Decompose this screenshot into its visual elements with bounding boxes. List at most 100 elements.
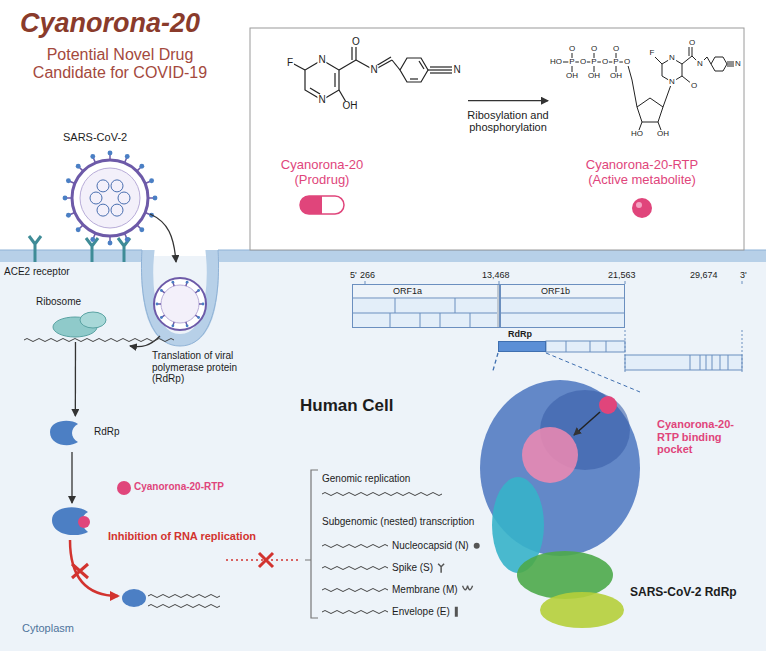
rna-wave: [148, 595, 220, 598]
spike-head: [202, 303, 205, 306]
ace2-receptors-part: [29, 236, 41, 262]
blocked-link-part: [226, 559, 300, 561]
node-text: ORF1a: [393, 286, 422, 296]
rna-coil: [111, 204, 123, 216]
node-text: Cyanorona-20-RTP binding pocket: [657, 418, 749, 456]
genome-map-part: [352, 313, 625, 314]
ace2-receptors-part: [86, 238, 98, 262]
atom-label: F: [286, 58, 294, 68]
rdrp-structure-node: SARS-CoV-2 RdRp Cyanorona-20-RTP binding …: [470, 372, 752, 646]
rna-coil: [111, 180, 123, 192]
atom-label: O: [623, 58, 631, 66]
genome-map-part: [720, 355, 721, 370]
spike-head: [186, 281, 189, 284]
spike-head: [156, 303, 159, 306]
rna-coil: [97, 180, 109, 192]
connector: [75, 342, 76, 416]
node-text: Cyanorona-20 (Prodrug): [267, 158, 377, 188]
transcript-label: Envelope (E): [392, 606, 450, 618]
genome-position: 29,674: [690, 270, 718, 280]
atom-label: OH: [565, 72, 579, 80]
metabolite-structure-part: [707, 57, 711, 64]
orf-box: ORF1a: [352, 284, 500, 328]
rna-coil: [97, 204, 109, 216]
genome-map-part: [625, 330, 626, 372]
spike-head: [66, 213, 71, 218]
virus-particle-part: [72, 160, 148, 236]
rna-wave: [322, 589, 388, 592]
atom-label: N: [734, 60, 742, 68]
prodrug-structure-part: [428, 69, 452, 70]
spike-head: [76, 227, 81, 232]
metabolite-group: Cyanorona-20-RTP (Active metabolite): [548, 38, 744, 228]
transcript-label: Membrane (M): [392, 584, 458, 596]
genome-map: [352, 281, 742, 392]
cell-ground-part: [0, 256, 766, 340]
spike-head: [160, 289, 163, 292]
atom-label: O: [690, 82, 698, 90]
prodrug-structure-part: [351, 46, 352, 60]
atom-label: N: [668, 78, 676, 86]
metabolite-structure-part: [711, 57, 727, 71]
genome-map-part: [390, 313, 391, 328]
rdrp-structure-part: [599, 396, 617, 414]
virus-node: SARS-CoV-2: [55, 131, 165, 249]
prodrug-structure-part: [400, 58, 428, 82]
spike-head: [90, 237, 95, 242]
flow-arrows-part: [150, 214, 176, 262]
node-text: SARS-CoV-2: [63, 131, 127, 144]
atom-label: O: [579, 58, 587, 66]
metabolite-ball-part: [636, 202, 642, 208]
atom-label: P: [612, 58, 619, 66]
prodrug-structure-part: [339, 60, 356, 70]
cell-ground: [0, 250, 766, 651]
atom-label: O: [688, 39, 696, 47]
atom-label: HO: [630, 130, 644, 138]
rdrp-protein: [50, 421, 78, 445]
prodrug-structure-part: [334, 73, 335, 87]
inhibition-arrow-part: [72, 564, 88, 578]
genome-map-part: [470, 313, 471, 328]
spike-head: [125, 237, 130, 242]
atom-label: OH: [656, 130, 670, 138]
genome-position: 13,468: [482, 270, 510, 280]
blocked-link: [226, 553, 300, 567]
atom-label: N: [696, 60, 704, 68]
rdrp-structure-part: [522, 427, 578, 483]
metabolite-structure-part: [727, 64, 734, 65]
drug-node: Cyanorona-20-RTP: [112, 476, 242, 500]
inhibition-arrow: [70, 540, 118, 596]
rdrp-node: RdRp: [44, 416, 139, 450]
edge-label: Ribosylation and phosphorylation: [460, 109, 556, 134]
region-label: Human Cell: [300, 396, 394, 416]
spike-head: [197, 289, 200, 292]
atom-label: OH: [342, 101, 359, 111]
inhibition-label: Inhibition of RNA replication: [108, 530, 256, 543]
endosome-vesicle-part: [161, 285, 199, 323]
prodrug-structure-part: [430, 72, 452, 73]
metabolite-structure-part: [639, 122, 642, 130]
metabolite-structure-part: [727, 66, 734, 67]
orf-box: ORF1b: [500, 284, 625, 328]
atom-label: HO: [549, 58, 563, 66]
bracket: [305, 470, 318, 618]
rna-wave: [322, 493, 442, 496]
prodrug-structure-part: [392, 60, 400, 70]
atom-label: OH: [609, 72, 623, 80]
node-text: SARS-CoV-2 RdRp: [630, 586, 737, 600]
atom-label: N: [317, 95, 326, 105]
rna-wave: [24, 339, 174, 342]
step-label: Translation of viral polymerase protein …: [152, 350, 260, 385]
rna-wave: [322, 545, 388, 548]
genome-map-part: [546, 341, 625, 352]
genome-position: 266: [360, 270, 375, 280]
diagram-title: Cyanorona-20: [20, 8, 200, 39]
nucleocapsid-icon: [474, 543, 480, 549]
metabolite-structure-part: [682, 56, 692, 64]
rna-wave: [322, 567, 388, 570]
rdrp-structure-part: [517, 551, 613, 599]
prodrug-pill: [300, 196, 344, 214]
